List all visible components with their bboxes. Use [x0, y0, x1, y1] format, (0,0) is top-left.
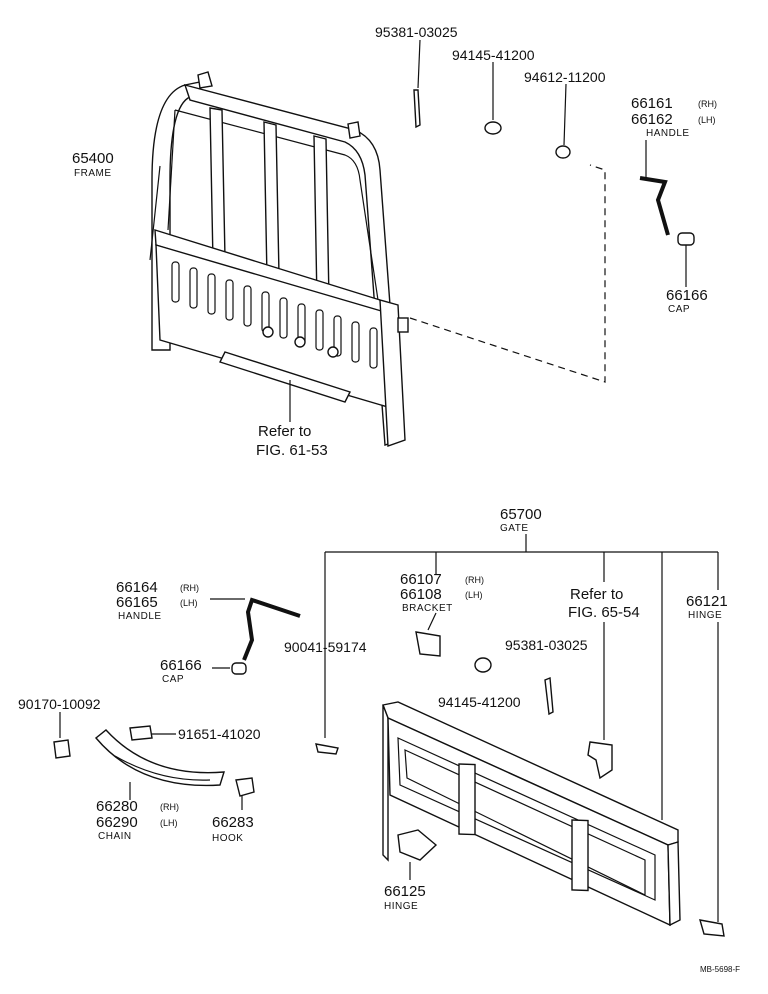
label-66107-side: (RH): [465, 575, 484, 585]
label-cap-bottom: CAP: [162, 674, 184, 685]
bracket-icon: [415, 631, 441, 657]
label-66165-side: (LH): [180, 598, 198, 608]
frame-65400: [151, 71, 409, 447]
label-94145-bottom: 94145-41200: [438, 694, 521, 710]
cotter-pin-bottom-icon: [544, 677, 554, 716]
label-66161: 66161: [631, 95, 673, 112]
nut-bottom-icon: [474, 657, 492, 673]
label-66164-side: (RH): [180, 583, 199, 593]
cap-bottom-icon: [231, 662, 247, 675]
label-cap-top: CAP: [668, 304, 690, 315]
label-handle-top: HANDLE: [646, 128, 690, 139]
bolt-icon: [315, 743, 339, 755]
washer-icon: [555, 145, 571, 159]
label-66290: 66290: [96, 814, 138, 831]
label-66290-side: (LH): [160, 818, 178, 828]
label-66164: 66164: [116, 579, 158, 596]
label-66166-bottom: 66166: [160, 657, 202, 674]
label-66280: 66280: [96, 798, 138, 815]
label-66121: 66121: [686, 593, 728, 610]
refer-fig-bottom: FIG. 65-54: [568, 604, 640, 621]
label-handle-bottom: HANDLE: [118, 611, 162, 622]
gate-65700: [382, 701, 681, 927]
label-90170: 90170-10092: [18, 696, 101, 712]
label-66162: 66162: [631, 111, 673, 128]
label-gate: GATE: [500, 523, 528, 534]
label-66108-side: (LH): [465, 590, 483, 600]
handle-icon: [639, 176, 670, 236]
label-66162-side: (LH): [698, 115, 716, 125]
cap-icon: [677, 232, 695, 246]
handle-bottom-icon: [242, 597, 301, 661]
refer-to-bottom: Refer to: [570, 586, 623, 603]
hook-icon: [235, 777, 255, 797]
nut-90170-icon: [53, 739, 71, 759]
diagram-code: MB-5698-F: [700, 965, 740, 974]
label-hinge-right: HINGE: [688, 610, 722, 621]
label-90041: 90041-59174: [284, 639, 367, 655]
label-chain: CHAIN: [98, 831, 132, 842]
label-94145-top: 94145-41200: [452, 47, 535, 63]
label-91651: 91651-41020: [178, 726, 261, 742]
label-94612: 94612-11200: [524, 69, 606, 85]
hinge-bottom-icon: [397, 829, 438, 861]
label-66280-side: (RH): [160, 802, 179, 812]
bolt-91651-icon: [129, 725, 153, 741]
cotter-pin-icon: [413, 89, 421, 129]
label-66166-top: 66166: [666, 287, 708, 304]
label-66165: 66165: [116, 594, 158, 611]
refer-to-top: Refer to: [258, 423, 311, 440]
label-hinge-bottom: HINGE: [384, 901, 418, 912]
nut-icon: [484, 121, 502, 135]
label-65400: 65400: [72, 150, 114, 167]
hinge-right-icon: [699, 919, 725, 937]
label-95381-top: 95381-03025: [375, 24, 458, 40]
label-66125: 66125: [384, 883, 426, 900]
latch-icon: [587, 741, 613, 780]
assembly-dashed-line: [409, 164, 606, 383]
label-66107: 66107: [400, 571, 442, 588]
label-66108: 66108: [400, 586, 442, 603]
refer-fig-top: FIG. 61-53: [256, 442, 328, 459]
label-hook: HOOK: [212, 833, 243, 844]
label-65700: 65700: [500, 506, 542, 523]
label-66161-side: (RH): [698, 99, 717, 109]
label-95381-bottom: 95381-03025: [505, 637, 588, 653]
label-66283: 66283: [212, 814, 254, 831]
label-frame: FRAME: [74, 168, 112, 179]
label-bracket: BRACKET: [402, 603, 453, 614]
